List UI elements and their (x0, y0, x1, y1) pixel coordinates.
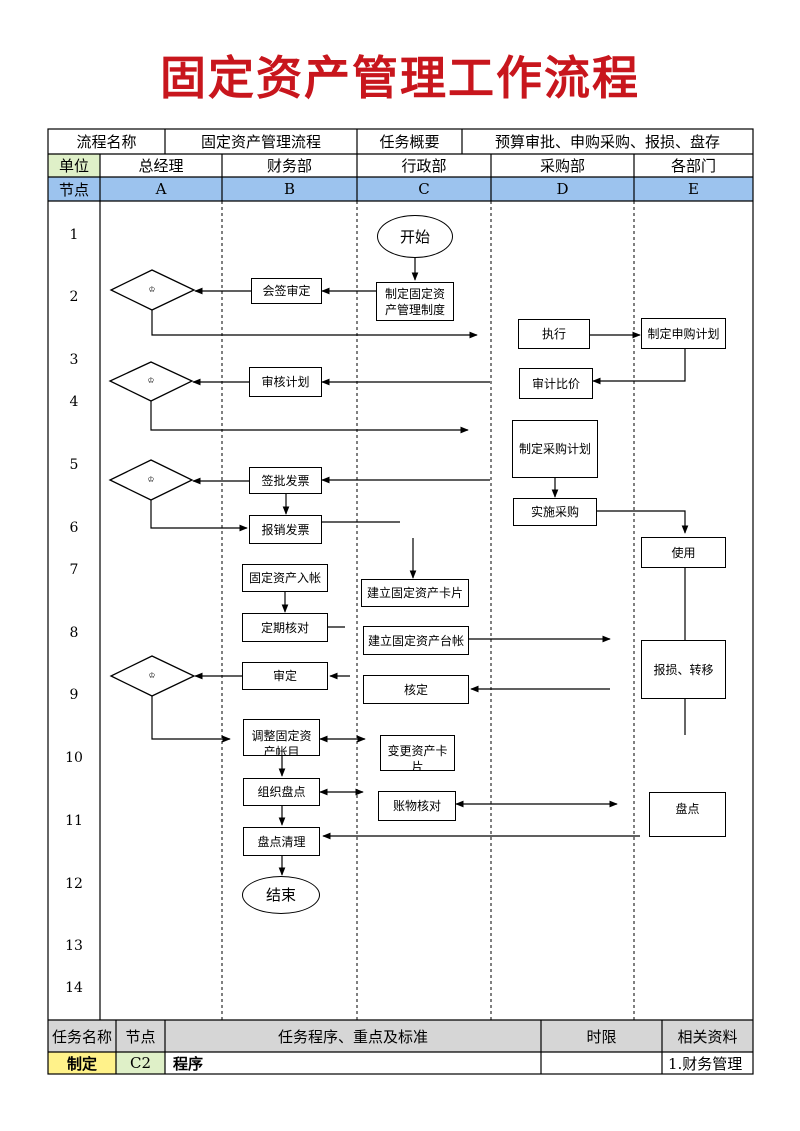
damage-transfer-node: 报损、转移 (641, 640, 726, 699)
task-summary-label: 任务概要 (379, 133, 440, 151)
make-purchase-plan-node: 制定采购计划 (512, 420, 598, 478)
process-name-label: 流程名称 (76, 133, 137, 151)
approve-node: 审定 (242, 662, 328, 690)
row-number: 10 (65, 750, 83, 766)
footer-deadline-label: 时限 (586, 1027, 617, 1046)
audit-price-node: 审计比价 (519, 368, 593, 399)
footer-node: C2 (129, 1054, 152, 1072)
change-asset-node: 变更资产卡片 (380, 735, 455, 771)
verify-node: 核定 (363, 675, 469, 704)
footer-task-name-label: 任务名称 (51, 1027, 112, 1046)
end-node: 结束 (242, 876, 320, 914)
unit-departments: 各部门 (670, 157, 716, 175)
row-number: 12 (65, 876, 83, 892)
row-number: 14 (65, 980, 83, 996)
approve-invoice-node: 签批发票 (249, 467, 322, 494)
node-letter-e: E (688, 180, 699, 198)
lane-dividers (221, 201, 635, 1020)
adjust-asset-node: 调整固定资产帐目 (243, 719, 320, 756)
draft-policy-node: 制定固定资产管理制度 (376, 282, 454, 321)
unit-general-manager: 总经理 (138, 157, 184, 175)
unit-label-bg (48, 154, 100, 177)
footer-related: 1.财务管理 (668, 1054, 743, 1073)
row-number: 8 (69, 625, 79, 641)
implement-purchase-node: 实施采购 (513, 498, 597, 526)
row-number: 3 (69, 352, 79, 368)
organize-inventory-node: 组织盘点 (243, 778, 320, 806)
row-number: 2 (69, 289, 79, 305)
row-number: 9 (69, 687, 79, 703)
footer-deadline (541, 1052, 662, 1074)
unit-admin: 行政部 (401, 157, 447, 175)
footer-task-name: 制定 (66, 1054, 97, 1073)
node-row-bg (48, 177, 753, 201)
inventory-node: 盘点 (649, 792, 726, 837)
unit-label: 单位 (58, 157, 89, 175)
execute-node: 执行 (518, 319, 590, 349)
start-node: 开始 (377, 215, 453, 258)
footer-procedure: 程序 (173, 1054, 204, 1073)
use-node: 使用 (641, 537, 726, 568)
decision-mark: ♔ (147, 376, 155, 385)
footer-node-label: 节点 (125, 1027, 156, 1046)
row-number: 11 (65, 813, 83, 829)
row-number: 5 (69, 457, 79, 473)
row-number: 6 (69, 520, 79, 536)
node-letter-b: B (283, 180, 296, 198)
countersign-node: 会签审定 (251, 278, 322, 304)
footer-procedure-label: 任务程序、重点及标准 (277, 1027, 428, 1046)
create-asset-ledger-node: 建立固定资产台帐 (363, 626, 469, 655)
task-summary: 预算审批、申购采购、报损、盘存 (494, 133, 720, 151)
reimburse-invoice-node: 报销发票 (249, 515, 322, 544)
asset-entry-node: 固定资产入帐 (242, 564, 328, 592)
node-letter-c: C (418, 180, 430, 198)
create-asset-card-node: 建立固定资产卡片 (361, 579, 469, 607)
process-name: 固定资产管理流程 (200, 133, 321, 151)
page-title: 固定资产管理工作流程 (160, 51, 640, 105)
review-plan-node: 审核计划 (249, 367, 322, 397)
connectors (150, 258, 689, 876)
row-number: 1 (69, 227, 79, 243)
footer-task-bg (48, 1052, 116, 1074)
decision-mark: ♔ (147, 475, 155, 484)
draft-request-plan-node: 制定申购计划 (641, 318, 726, 349)
decision-mark: ♔ (148, 671, 156, 680)
footer-node-bg (116, 1052, 165, 1074)
unit-finance: 财务部 (266, 157, 312, 175)
row-number: 4 (69, 394, 79, 410)
decision-mark: ♔ (148, 285, 156, 294)
node-letter-d: D (556, 180, 569, 198)
table-grid (47, 128, 754, 1075)
account-check-node: 账物核对 (378, 791, 456, 821)
row-number: 7 (69, 562, 79, 578)
node-label: 节点 (58, 180, 89, 199)
inventory-clear-node: 盘点清理 (243, 827, 320, 856)
unit-purchasing: 采购部 (539, 157, 585, 175)
periodic-check-node: 定期核对 (242, 613, 328, 642)
node-letter-a: A (155, 180, 167, 198)
row-number: 13 (65, 938, 83, 954)
footer-related-label: 相关资料 (677, 1027, 738, 1046)
